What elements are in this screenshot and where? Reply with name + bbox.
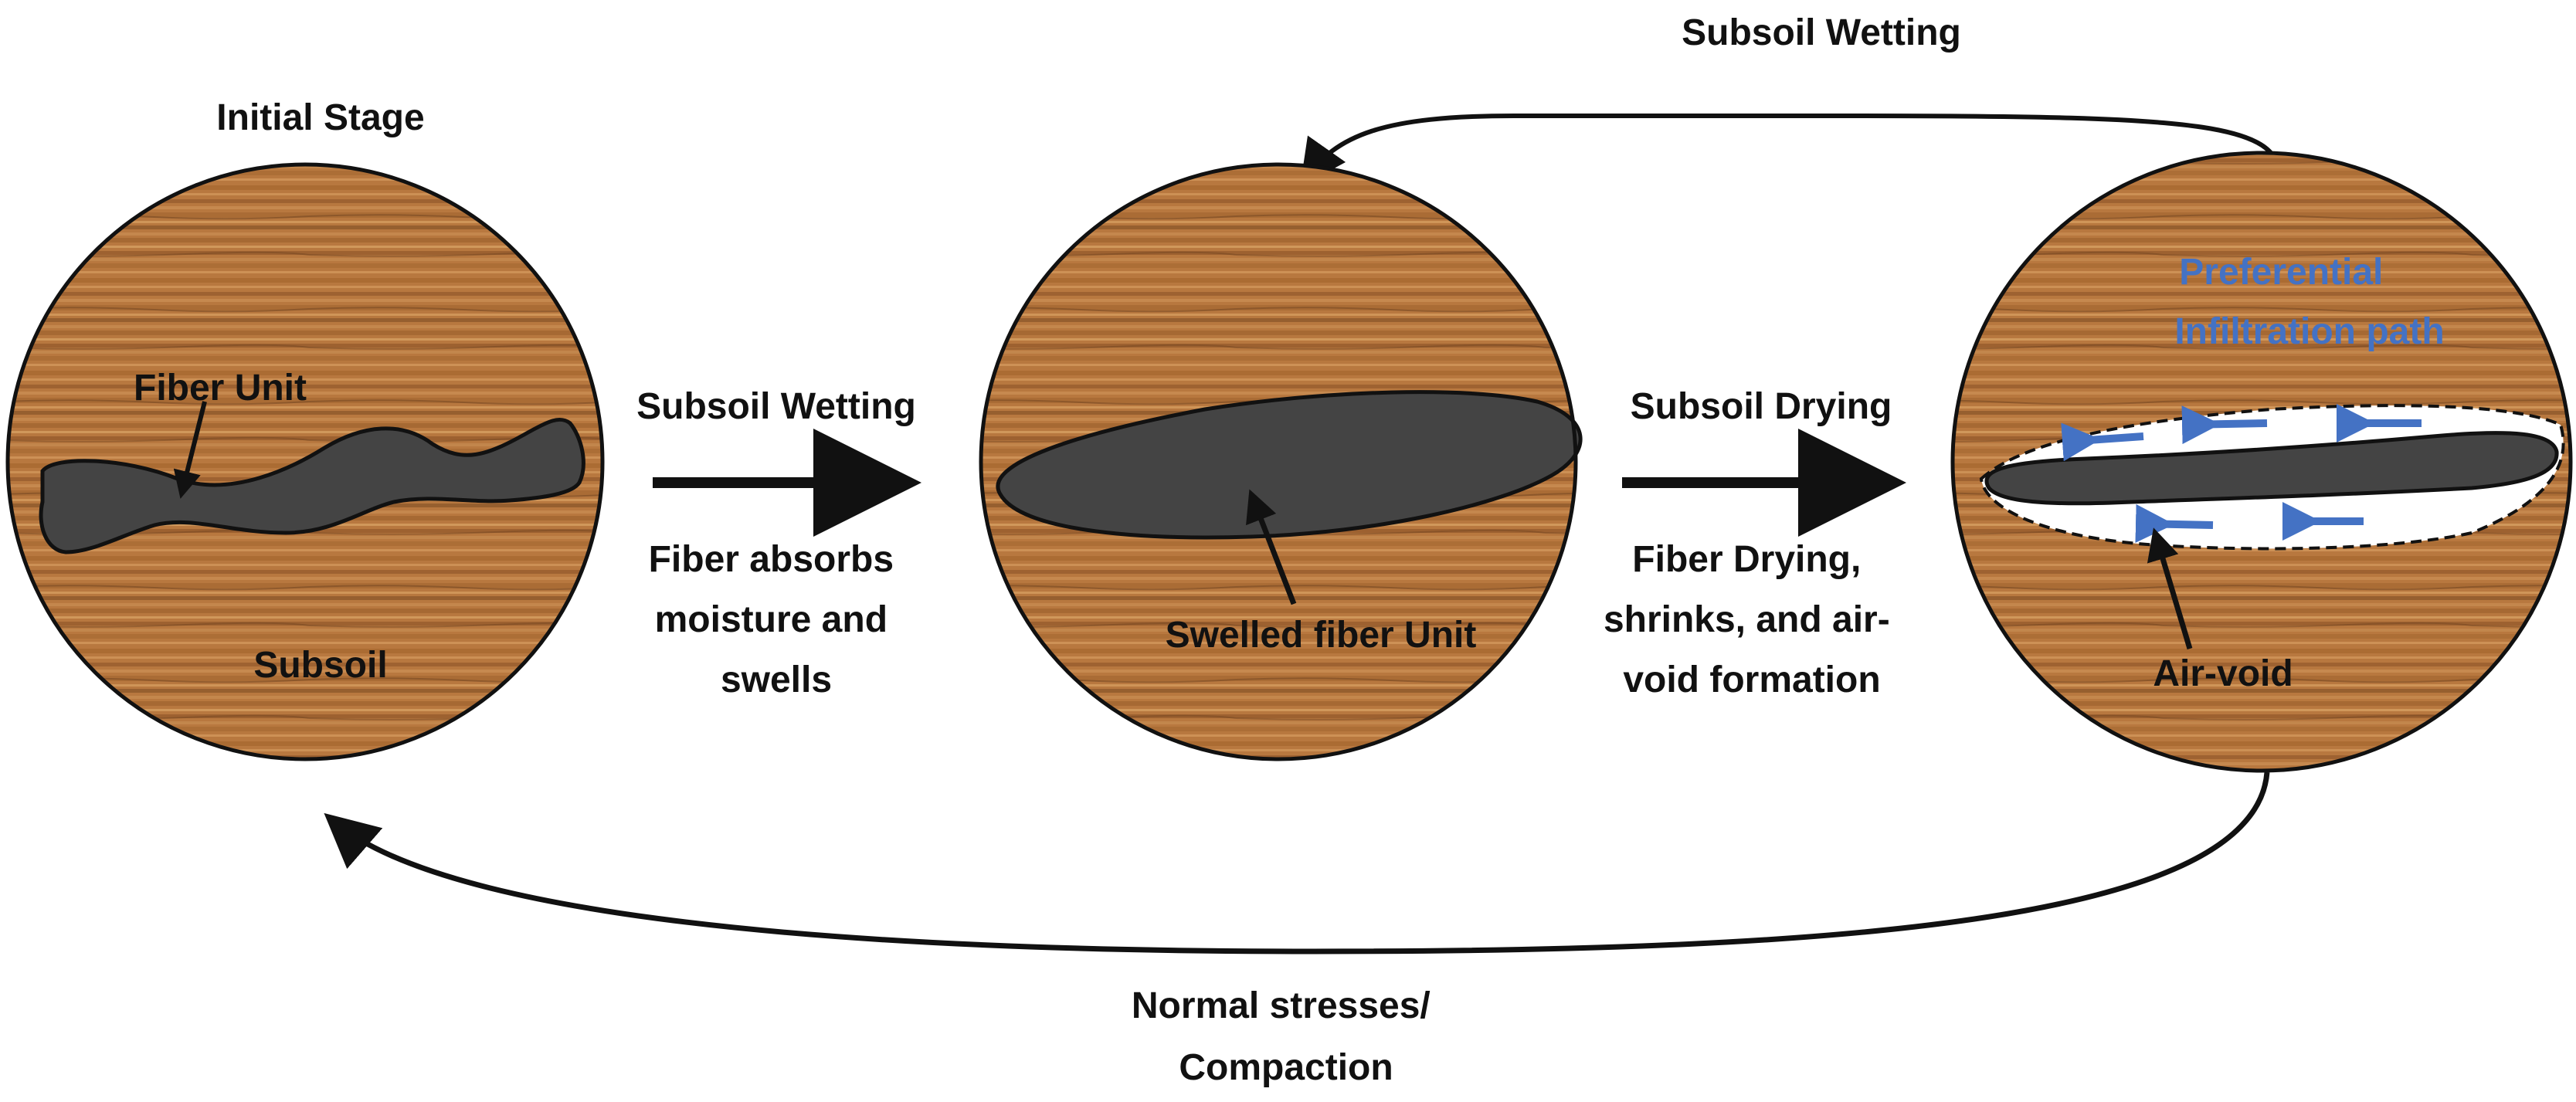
subsoil-label: Subsoil <box>253 645 387 686</box>
initial-stage-circle <box>5 162 605 761</box>
drying-label: Subsoil Drying <box>1631 386 1892 427</box>
air-void-pointer-arrow <box>2147 527 2193 650</box>
top-wetting-label: Subsoil Wetting <box>1682 12 1961 53</box>
bottom-compaction-cycle-arrow <box>324 771 2270 955</box>
fiber-drying-label: Fiber Drying, shrinks, and air- void for… <box>1604 539 1900 700</box>
swelled-fiber-pointer-arrow <box>1246 489 1297 605</box>
wetting-label: Subsoil Wetting <box>636 386 916 427</box>
swelled-fiber-shape <box>996 390 1583 540</box>
air-void-label: Air-void <box>2153 653 2293 694</box>
swelled-fiber-label: Swelled fiber Unit <box>1166 615 1477 656</box>
fiber-unit-pointer-arrow <box>173 401 207 499</box>
air-void-circle <box>1950 151 2573 773</box>
initial-stage-label: Initial Stage <box>216 97 424 138</box>
infiltration-arrow <box>2181 405 2268 445</box>
fiber-unit-shape <box>39 417 585 554</box>
top-wetting-cycle-arrow <box>1300 114 2282 187</box>
swelled-fiber-circle <box>979 162 1583 761</box>
normal-stresses-label: Normal stresses/ Compaction <box>1132 985 1441 1088</box>
fiber-unit-label: Fiber Unit <box>134 368 307 409</box>
infiltration-arrow <box>2061 422 2144 462</box>
shrunk-fiber-shape <box>1984 431 2559 506</box>
infiltration-arrow <box>2135 504 2214 543</box>
fiber-absorbs-label: Fiber absorbs moisture and swells <box>649 539 904 700</box>
preferential-path-label: Preferential Infiltration path <box>2174 252 2444 352</box>
